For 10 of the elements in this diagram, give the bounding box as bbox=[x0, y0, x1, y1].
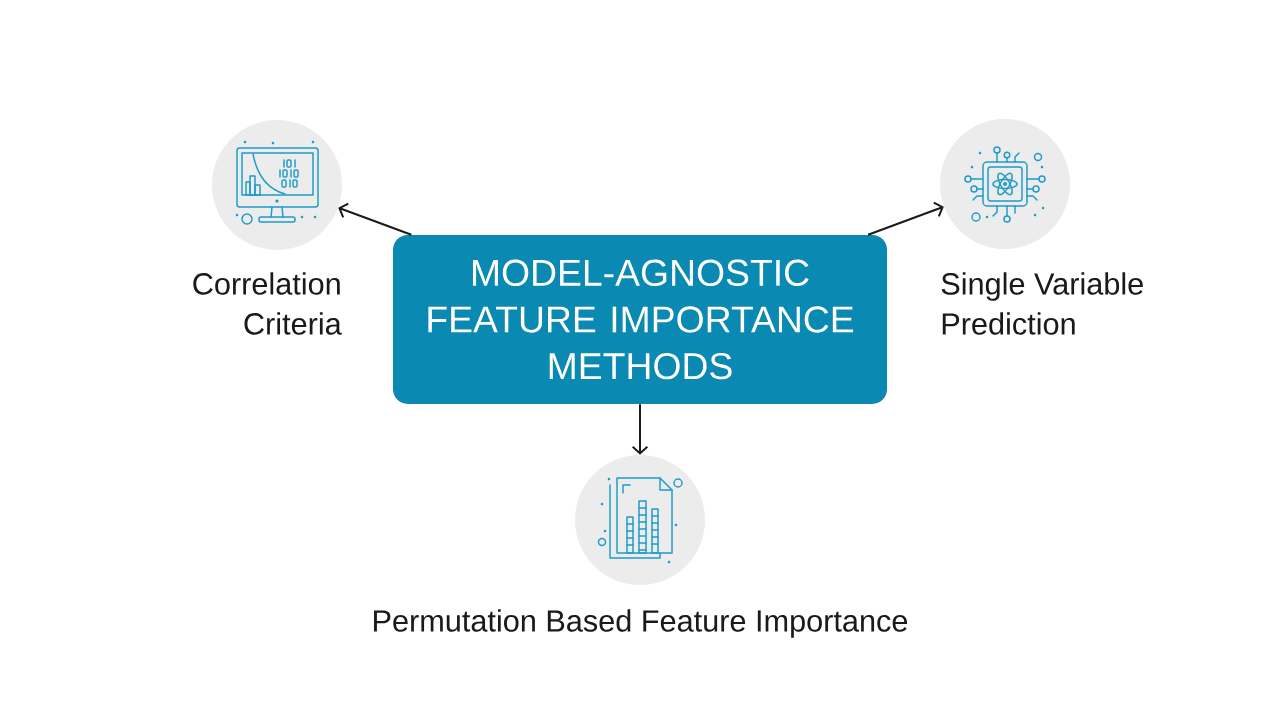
node-label: Single Variable Prediction bbox=[941, 272, 1143, 335]
icon-disc bbox=[212, 120, 342, 250]
arrow bbox=[338, 202, 413, 236]
topic-box: MODEL-AGNOSTIC FEATURE IMPORTANCE METHODS bbox=[393, 235, 887, 404]
icon-disc bbox=[940, 119, 1070, 249]
arrow bbox=[631, 403, 649, 455]
icon-disc bbox=[575, 455, 705, 585]
arrow bbox=[867, 201, 944, 236]
node-label: Permutation Based Feature Importance bbox=[374, 609, 908, 638]
node-label: Correlation Criteria bbox=[193, 272, 342, 335]
